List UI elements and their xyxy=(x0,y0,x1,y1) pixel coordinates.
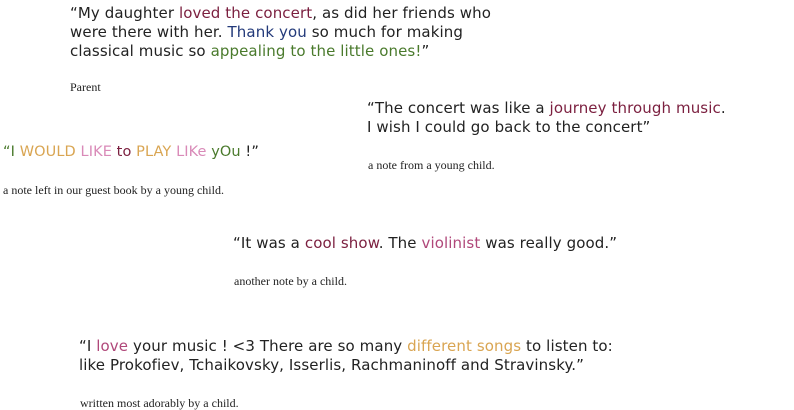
testimonial-attribution-composers: written most adorably by a child. xyxy=(80,396,239,410)
testimonial-quote-parent: “My daughter loved the concert, as did h… xyxy=(70,4,491,61)
quote-segment: I wish I could go back to the concert” xyxy=(367,118,651,136)
quote-segment: was really good.” xyxy=(480,234,618,252)
quote-segment: your music ! <3 There are so many xyxy=(128,337,408,355)
quote-segment: LIKe xyxy=(176,144,212,160)
quote-segment: WOULD xyxy=(19,144,81,160)
quote-segment: to xyxy=(116,144,137,160)
quote-line: classical music so appealing to the litt… xyxy=(70,42,491,61)
quote-segment: appealing to the little ones! xyxy=(210,42,422,60)
testimonial-quote-cool-show: “It was a cool show. The violinist was r… xyxy=(233,234,617,253)
quote-segment: yOu xyxy=(211,144,241,160)
quote-segment: . xyxy=(720,99,726,117)
quote-segment: “I xyxy=(3,144,20,160)
quote-segment: different songs xyxy=(407,337,522,355)
quote-segment: to listen to: xyxy=(521,337,613,355)
quote-segment: , as did her friends who xyxy=(312,4,492,22)
testimonial-attribution-parent: Parent xyxy=(70,80,101,94)
quote-segment: loved the concert xyxy=(178,4,313,22)
testimonial-quote-guestbook: “I WOULD LIKE to PLAY LIKe yOu !” xyxy=(3,143,259,162)
quote-line: “I love your music ! <3 There are so man… xyxy=(79,337,613,356)
quote-segment: were there with her. xyxy=(70,23,228,41)
quote-segment: so much for making xyxy=(306,23,463,41)
quote-segment: “The concert was like a xyxy=(367,99,550,117)
quote-segment: ” xyxy=(421,42,430,60)
testimonial-quote-journey: “The concert was like a journey through … xyxy=(367,99,726,137)
quote-line: “It was a cool show. The violinist was r… xyxy=(233,234,617,253)
testimonial-attribution-guestbook: a note left in our guest book by a young… xyxy=(3,183,224,197)
quote-segment: LIKE xyxy=(80,144,117,160)
quote-line: were there with her. Thank you so much f… xyxy=(70,23,491,42)
quote-segment: “I xyxy=(79,337,97,355)
quote-segment: love xyxy=(96,337,129,355)
quote-segment: journey through music xyxy=(549,99,721,117)
quote-line: I wish I could go back to the concert” xyxy=(367,118,726,137)
quote-line: “My daughter loved the concert, as did h… xyxy=(70,4,491,23)
quote-segment: “My daughter xyxy=(70,4,179,22)
quote-segment: violinist xyxy=(421,234,481,252)
testimonial-quote-composers: “I love your music ! <3 There are so man… xyxy=(79,337,613,375)
quote-line: like Prokofiev, Tchaikovsky, Isserlis, R… xyxy=(79,356,613,375)
quote-segment: “It was a xyxy=(233,234,305,252)
quote-segment: . The xyxy=(378,234,422,252)
quote-segment: classical music so xyxy=(70,42,211,60)
quote-line: “I WOULD LIKE to PLAY LIKe yOu !” xyxy=(3,143,259,162)
quote-line: “The concert was like a journey through … xyxy=(367,99,726,118)
testimonial-attribution-journey: a note from a young child. xyxy=(368,158,495,172)
testimonial-attribution-cool-show: another note by a child. xyxy=(234,274,347,288)
quote-segment: Thank you xyxy=(227,23,307,41)
quote-segment: cool show xyxy=(304,234,379,252)
quote-segment: !” xyxy=(240,144,259,160)
quote-segment: PLAY xyxy=(136,144,177,160)
quote-segment: like Prokofiev, Tchaikovsky, Isserlis, R… xyxy=(79,356,585,374)
